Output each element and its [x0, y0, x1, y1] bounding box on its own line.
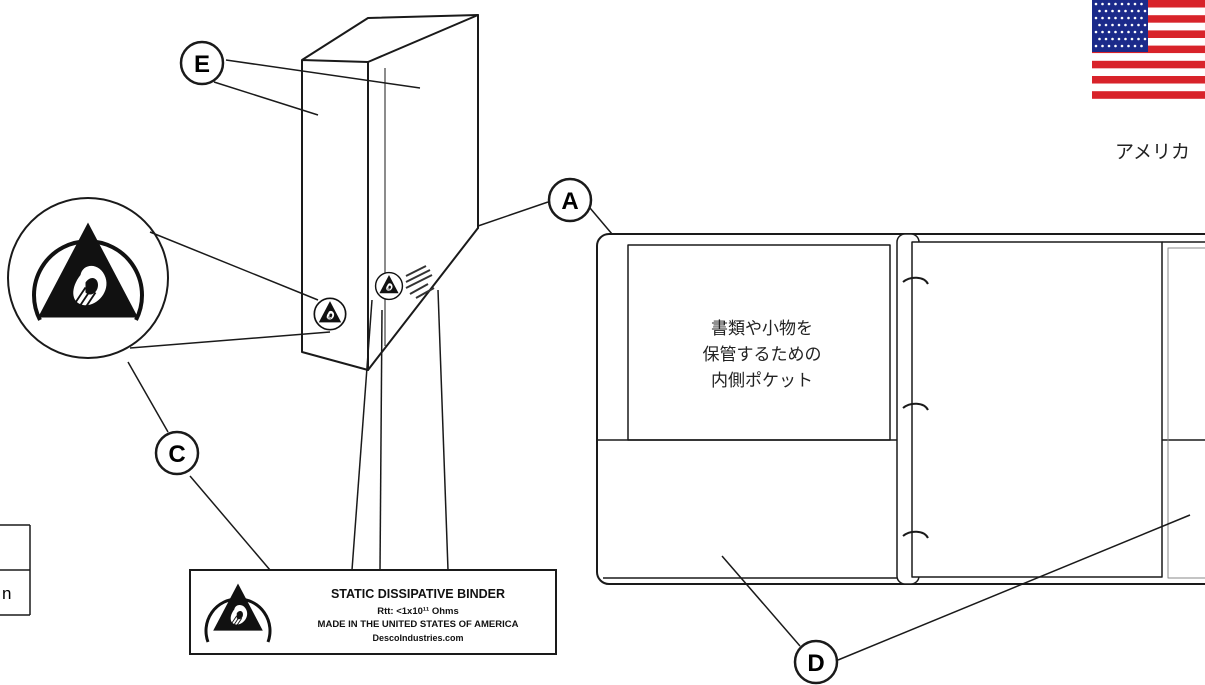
left-table-fragment	[0, 524, 31, 616]
flag-star	[1120, 44, 1124, 48]
flag-stripe	[1092, 83, 1205, 92]
cover-label-lines	[405, 265, 435, 299]
flag-stripe	[1092, 68, 1205, 76]
esd-warning-icon	[7, 197, 169, 359]
flag-star	[1137, 37, 1140, 41]
flag-star	[1120, 16, 1124, 20]
flag-star	[1101, 30, 1104, 34]
flag-star	[1140, 2, 1143, 6]
pocket-text-line3: 内側ポケット	[711, 371, 813, 391]
callout-e	[179, 40, 225, 86]
flag-star	[1120, 30, 1124, 34]
flag-star	[1133, 16, 1137, 20]
flag-star	[1133, 44, 1137, 48]
flag-star	[1111, 23, 1114, 27]
flag-stripe	[1092, 76, 1205, 84]
flag-star	[1140, 30, 1143, 34]
left-table-text: n	[2, 584, 11, 603]
flag-stripe	[1092, 0, 1205, 8]
flag-star	[1098, 37, 1101, 41]
label-url: DescoIndustries.com	[372, 633, 463, 643]
callout-a	[547, 177, 593, 223]
flag-star	[1107, 2, 1111, 6]
flag-star	[1127, 16, 1130, 20]
esd-cover-icon	[374, 271, 404, 301]
binder-open	[596, 233, 1205, 585]
flag-star	[1124, 23, 1127, 27]
flag-caption: アメリカ	[1115, 141, 1190, 163]
flag-star	[1094, 16, 1098, 20]
flag-star	[1140, 16, 1143, 20]
pocket-text-line2: 保管するための	[703, 345, 822, 365]
flag-star	[1143, 9, 1147, 13]
flag-star	[1127, 44, 1130, 48]
label-made-in: MADE IN THE UNITED STATES OF AMERICA	[318, 619, 519, 630]
label-rtt: Rtt: <1x10¹¹ Ohms	[377, 606, 459, 617]
flag-star	[1133, 30, 1137, 34]
flag-star	[1101, 2, 1104, 6]
flag-star	[1130, 23, 1134, 27]
flag-star	[1107, 44, 1111, 48]
flag-star	[1111, 37, 1114, 41]
callout-d	[793, 639, 839, 685]
esd-spine-icon	[313, 297, 347, 331]
callout-c	[154, 430, 200, 476]
flag-star	[1114, 44, 1117, 48]
flag-star	[1094, 30, 1098, 34]
flag-stripe	[1092, 22, 1205, 31]
flag-stripe	[1092, 91, 1205, 99]
flag-star	[1117, 23, 1121, 27]
pocket-description: 書類や小物を 保管するための 内側ポケット	[703, 319, 822, 391]
label-title: STATIC DISSIPATIVE BINDER	[331, 587, 505, 601]
flag-star	[1094, 44, 1098, 48]
flag-star	[1133, 2, 1137, 6]
flag-star	[1094, 2, 1098, 6]
flag-star	[1130, 37, 1134, 41]
flag-star	[1117, 37, 1121, 41]
flag-star	[1098, 9, 1101, 13]
callout-c-label: C	[168, 441, 185, 468]
flag-star	[1114, 30, 1117, 34]
flag-stripe	[1092, 7, 1205, 16]
flag-star	[1124, 9, 1127, 13]
usa-flag-icon	[1092, 0, 1205, 99]
flag-star	[1143, 37, 1147, 41]
flag-star	[1104, 37, 1108, 41]
flag-star	[1107, 16, 1111, 20]
flag-stripe	[1092, 38, 1205, 46]
flag-stripe	[1092, 45, 1205, 54]
callout-e-label: E	[194, 51, 210, 78]
flag-stripe	[1092, 60, 1205, 69]
flag-star	[1107, 30, 1111, 34]
flag-star	[1114, 2, 1117, 6]
flag-star	[1101, 16, 1104, 20]
leader-lines	[127, 59, 1191, 661]
flag-stripe	[1092, 15, 1205, 23]
flag-star	[1120, 2, 1124, 6]
flag-star	[1104, 23, 1108, 27]
flag-stripe	[1092, 53, 1205, 61]
flag-star	[1137, 23, 1140, 27]
flag-star	[1101, 44, 1104, 48]
flag-star	[1130, 9, 1134, 13]
pocket-text-line1: 書類や小物を	[711, 319, 813, 339]
callout-a-label: A	[561, 188, 578, 215]
flag-star	[1098, 23, 1101, 27]
flag-star	[1127, 30, 1130, 34]
flag-star	[1127, 2, 1130, 6]
flag-star	[1143, 23, 1147, 27]
flag-star	[1114, 16, 1117, 20]
flag-star	[1137, 9, 1140, 13]
flag-star	[1140, 44, 1143, 48]
flag-star	[1117, 9, 1121, 13]
binder-label	[189, 569, 557, 655]
flag-star	[1124, 37, 1127, 41]
flag-star	[1104, 9, 1108, 13]
flag-stripe	[1092, 30, 1205, 38]
flag-star	[1111, 9, 1114, 13]
callout-d-label: D	[807, 650, 824, 677]
